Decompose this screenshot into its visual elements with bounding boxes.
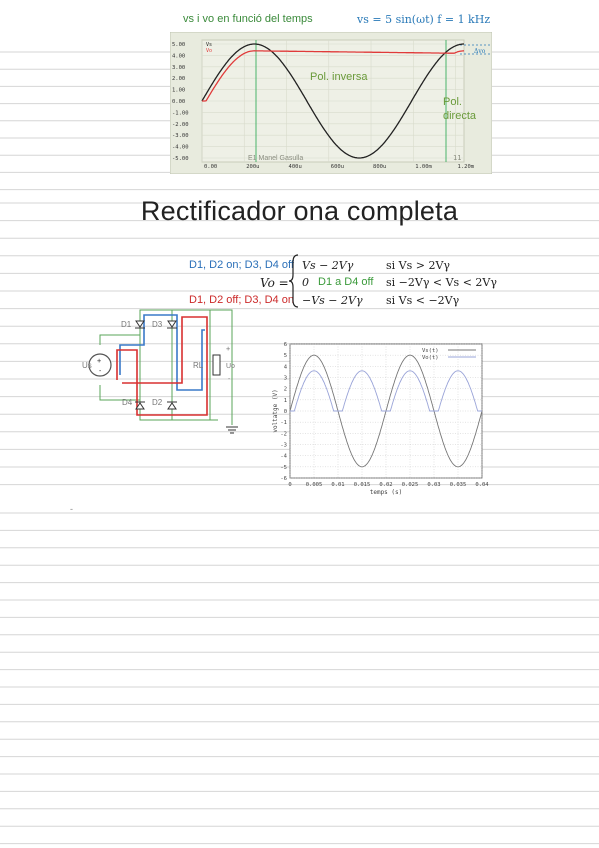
diode-d3 [167,320,177,328]
case2-cond: si −2Vγ < Vs < 2Vγ [386,276,497,289]
chart-x-tick-label: 0.02 [379,482,392,488]
scope-x-tick-label: 1.20m [458,164,475,170]
chart-x-ticks: 0 0.005 0.01 0.015 0.02 0.025 0.03 0.035 0.04 [288,482,489,488]
case3-note: D1, D2 off; D3, D4 on [189,294,294,306]
scope-x-tick-label: 200u [246,164,259,170]
chart-y-tick-label: 2 [284,387,287,393]
scope-y-tick-label: 1.00 [172,88,185,94]
equation-brace [288,254,299,308]
scope-y-tick-label: -3.00 [172,133,189,139]
source-symbol [88,353,112,377]
chart-x-tick-label: 0.025 [402,482,419,488]
scope-x-tick-label: 400u [289,164,302,170]
chart-x-tick-label: 0.005 [306,482,323,488]
current-path-red [116,316,208,416]
chart-y-tick-label: -1 [280,420,287,426]
scope-x-ticks: 0.00 200u 400u 600u 800u 1.00m 1.20m [204,164,475,170]
chart-y-tick-label: -3 [280,443,287,449]
chart-x-tick-label: 0 [288,482,291,488]
diode-d4 [135,402,145,410]
load-resistor [212,354,221,376]
case3-cond: si Vs < −2Vγ [386,294,460,307]
scope-y-tick-label: -2.00 [172,122,189,128]
chart-y-tick-label: 4 [284,364,288,370]
case1-note: D1, D2 on; D3, D4 off [189,259,294,271]
label-d1: D1 [121,320,132,329]
chart-y-ticks: 6 5 4 3 2 1 0 -1 -2 -3 -4 -5 -6 [280,342,287,482]
scope-vs-trace [201,43,464,159]
chart-y-tick-label: -4 [280,454,287,460]
chart-x-tick-label: 0.03 [427,482,440,488]
legend-vs-label: Vs(t) [422,348,439,354]
chart-y-tick-label: 0 [284,409,287,415]
case3-expr: −Vs − 2Vγ [302,294,363,307]
bridge-circuit: + - D1 D3 D4 D2 Us RL Uo + - [82,309,238,434]
scope-y-tick-label: -1.00 [172,110,189,116]
scope-y-tick-label: 0.00 [172,99,185,105]
scope-x-tick-label: 600u [331,164,344,170]
scope-y-tick-label: -4.00 [172,145,189,151]
scope-credit: E1 Manel Gasulla [248,155,303,162]
chart-x-tick-label: 0.035 [450,482,467,488]
chart-x-tick-label: 0.01 [331,482,344,488]
label-uo: Uo [226,363,235,370]
label-us: Us [82,361,92,370]
label-d2: D2 [152,398,163,407]
legend-vo-label: Vo(t) [422,355,439,361]
scope-caption-right: vs = 5 sin(ωt) f = 1 kHz [357,13,491,26]
scope-legend-vs: Vs [206,42,212,48]
chart-y-tick-label: 1 [284,398,287,404]
label-uo-minus: - [227,375,231,383]
scope-label-direct-1: Pol. [443,96,462,108]
current-path-blue [119,314,205,391]
equation-lhs: Vo = [260,276,289,290]
scope-caption-left: vs i vo en funció del temps [183,13,313,25]
case2-expr: 0 [302,276,309,289]
page-signature: - [70,504,73,514]
label-d3: D3 [152,320,163,329]
scope-y-tick-label: -5.00 [172,156,189,162]
scope-y-tick-label: 3.00 [172,65,185,71]
chart-y-tick-label: 5 [284,353,287,359]
case1-expr: Vs − 2Vγ [302,259,354,272]
scope-x-tick-label: 800u [373,164,386,170]
chart-y-tick-label: -6 [280,476,287,482]
chart-y-tick-label: -5 [280,465,287,471]
label-d4: D4 [122,398,133,407]
scope-label-inverse: Pol. inversa [310,71,368,83]
scope-y-tick-label: 4.00 [172,53,185,59]
scope-legend-vo: Vo [206,48,212,54]
diode-d2 [167,402,177,410]
scope-delta-label: Δvo [474,48,486,55]
chart-y-tick-label: 3 [284,376,287,382]
scope-y-ticks: 5.00 4.00 3.00 2.00 1.00 0.00 -1.00 -2.00 -3.00 -… [172,42,189,162]
scope-x-tick-label: 1.00m [415,164,432,170]
chart-xlabel: temps (s) [370,489,403,496]
scope-label-direct-2: directa [443,110,477,122]
label-uo-plus: + [226,345,230,353]
scope-figure: 5.00 4.00 3.00 2.00 1.00 0.00 -1.00 -2.00 -3.00 -… [170,32,492,174]
diode-d1 [135,320,145,328]
source-minus: - [98,367,102,375]
chart-ylabel: voltatge (V) [272,389,279,432]
chart-y-tick-label: 6 [284,342,287,348]
page-title: Rectificador ona completa [140,196,459,226]
scope-y-tick-label: 5.00 [172,42,185,48]
case1-cond: si Vs > 2Vγ [386,259,450,272]
ground-symbol [226,426,238,434]
scope-grid [201,40,464,162]
chart-y-tick-label: -2 [280,431,287,437]
series-vo [290,370,482,412]
label-rl: RL [193,361,204,370]
scope-vo-trace [202,50,465,102]
scope-x-tick-label: 0.00 [204,164,217,170]
chart-x-tick-label: 0.015 [354,482,371,488]
scope-corner: 11 [453,154,461,162]
case2-note: D1 a D4 off [318,276,374,288]
chart-x-tick-label: 0.04 [475,482,489,488]
scope-y-tick-label: 2.00 [172,76,185,82]
source-plus: + [97,357,101,365]
